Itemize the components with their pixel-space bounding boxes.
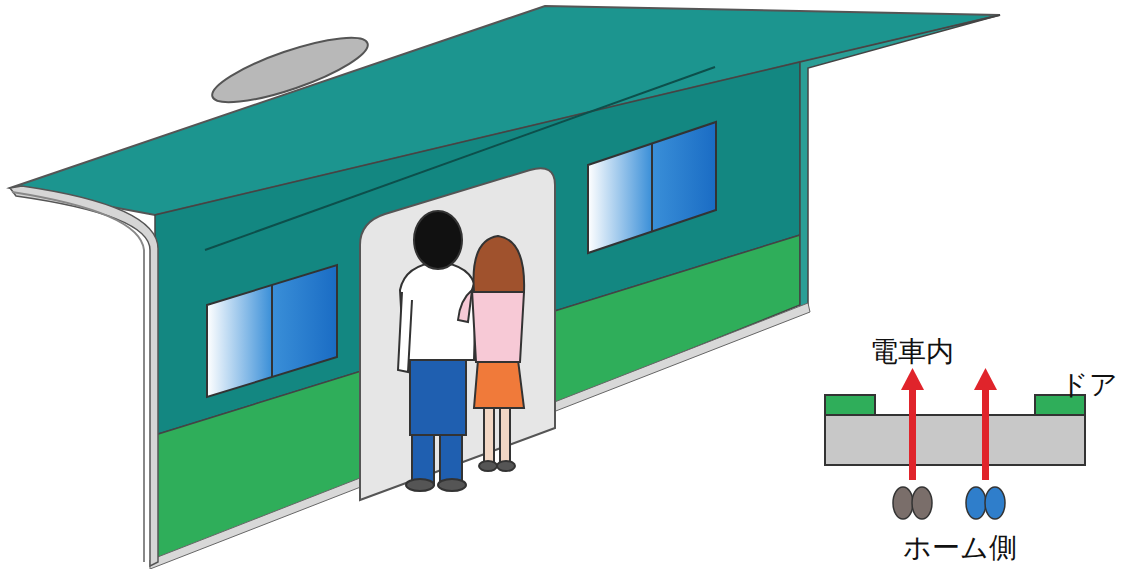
door-opening xyxy=(360,168,555,500)
car-end xyxy=(800,15,1000,310)
door-label: ドア xyxy=(1060,370,1118,401)
shoe-prints xyxy=(893,487,1005,519)
door-plan xyxy=(825,395,1085,465)
car-edge-line xyxy=(12,192,144,562)
right-window xyxy=(588,122,716,253)
platform-label: ホーム側 xyxy=(903,533,1017,564)
car-side-lower xyxy=(155,235,800,565)
man-figure xyxy=(398,211,476,491)
red-arrow xyxy=(901,368,997,480)
car-front-edge xyxy=(10,186,158,566)
roof-vent xyxy=(206,25,373,114)
woman-figure xyxy=(458,236,524,471)
area-label: 電車内 xyxy=(870,337,954,368)
left-window xyxy=(207,265,337,397)
